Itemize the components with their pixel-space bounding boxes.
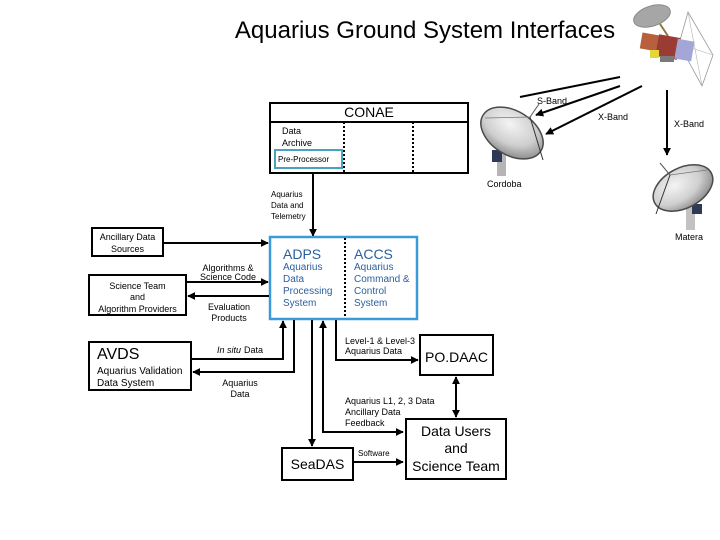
science-team-box: Science Team and Algorithm Providers xyxy=(88,274,187,316)
evaluation-label: Evaluation xyxy=(208,302,250,312)
feedback-label: Ancillary Data xyxy=(345,407,401,417)
adps-line: System xyxy=(283,298,316,309)
podaac-box: PO.DAAC xyxy=(419,334,494,376)
adps-line: Data xyxy=(283,274,305,285)
cordoba-label: Cordoba xyxy=(487,179,522,189)
x-band-cordoba-label: X-Band xyxy=(598,112,628,122)
cordoba-antenna-icon xyxy=(480,103,544,176)
science-team-label: and xyxy=(130,292,145,302)
level-data-arrow xyxy=(335,320,419,364)
data-users-box: Data Users and Science Team xyxy=(405,418,507,480)
s-band-downlink-arrow xyxy=(535,85,621,117)
science-team-label: Science Team xyxy=(109,281,165,291)
data-archive-label: Archive xyxy=(282,138,312,148)
conae-box: CONAE Data Archive Pre-Processor xyxy=(269,102,469,174)
pre-processor-label: Pre-Processor xyxy=(278,155,329,164)
data-users-label: Science Team xyxy=(412,458,500,474)
level-data-label: Aquarius Data xyxy=(345,346,402,356)
x-band-matera-label: X-Band xyxy=(674,119,704,129)
science-team-label: Algorithm Providers xyxy=(98,304,177,314)
s-band-label: S-Band xyxy=(537,96,567,106)
data-users-label: Data Users xyxy=(421,423,491,439)
ancillary-label: Sources xyxy=(111,244,145,254)
matera-label: Matera xyxy=(675,232,703,242)
x-band-cordoba-arrow xyxy=(545,85,643,135)
s-band-uplink-line xyxy=(519,76,621,98)
adps-title: ADPS xyxy=(283,246,321,262)
avds-line: Data System xyxy=(97,378,154,389)
avds-box: AVDS Aquarius Validation Data System xyxy=(88,341,192,391)
in-situ-data-arrow xyxy=(192,320,287,360)
conae-title: CONAE xyxy=(344,104,394,120)
software-label: Software xyxy=(358,449,390,458)
feedback-label: Aquarius L1, 2, 3 Data xyxy=(345,396,435,406)
adps-line: Processing xyxy=(283,286,332,297)
data-archive-label: Data xyxy=(282,126,301,136)
telemetry-label: Telemetry xyxy=(271,212,306,221)
accs-line: Command & xyxy=(354,274,410,285)
ancillary-data-box: Ancillary Data Sources xyxy=(91,227,164,257)
feedback-arrow xyxy=(319,320,404,436)
in-situ-italic: In situ xyxy=(217,345,241,355)
accs-title: ACCS xyxy=(354,246,393,262)
adps-accs-box: ADPS Aquarius Data Processing System ACC… xyxy=(268,235,419,321)
adps-line: Aquarius xyxy=(283,262,322,273)
in-situ-rest: Data xyxy=(244,345,263,355)
avds-line: Aquarius Validation xyxy=(97,366,182,377)
telemetry-label: Data and xyxy=(271,201,303,210)
algorithms-label: Algorithms & xyxy=(202,263,253,273)
telemetry-label: Aquarius xyxy=(271,190,303,199)
aquarius-data-label: Data xyxy=(230,389,249,399)
podaac-title: PO.DAAC xyxy=(425,349,488,365)
aquarius-data-label: Aquarius xyxy=(222,378,258,388)
feedback-label: Feedback xyxy=(345,418,385,428)
seadas-box: SeaDAS xyxy=(281,447,354,481)
data-users-label: and xyxy=(444,440,467,456)
algorithms-label: Science Code xyxy=(200,272,256,282)
matera-antenna-icon xyxy=(652,162,714,230)
page-title: Aquarius Ground System Interfaces xyxy=(235,17,615,44)
accs-line: Control xyxy=(354,286,386,297)
seadas-title: SeaDAS xyxy=(291,456,345,472)
accs-line: System xyxy=(354,298,387,309)
aquarius-data-to-avds-arrow xyxy=(192,320,295,376)
accs-line: Aquarius xyxy=(354,262,393,273)
level-data-label: Level-1 & Level-3 xyxy=(345,336,415,346)
pre-processor-box xyxy=(274,149,343,169)
avds-title: AVDS xyxy=(97,346,139,363)
satellite-icon xyxy=(633,4,714,87)
evaluation-label: Products xyxy=(211,313,247,323)
ancillary-label: Ancillary Data xyxy=(100,232,156,242)
